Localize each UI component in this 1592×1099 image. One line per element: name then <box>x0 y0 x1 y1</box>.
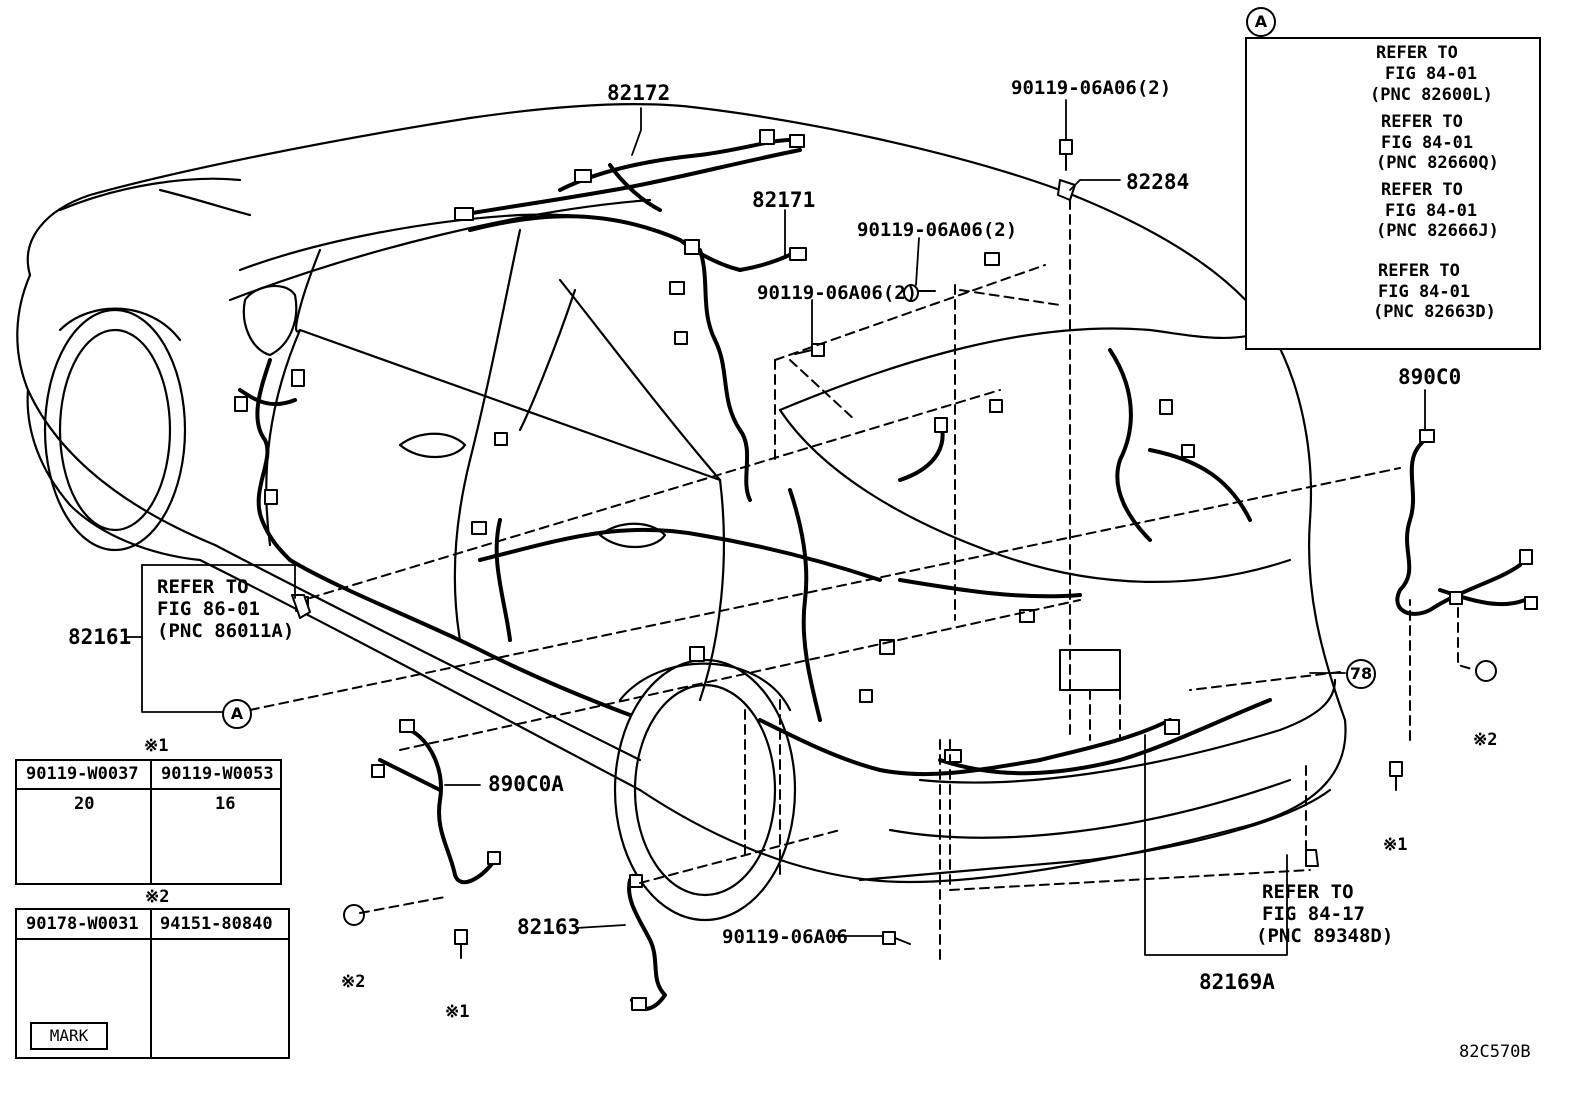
table1-divider <box>150 759 152 883</box>
bolt-left-label: 90119-06A06(2) <box>757 282 918 304</box>
inset-a-entry1-line3: (PNC 82600L) <box>1370 85 1493 105</box>
inset-a-entry2-line1: REFER TO <box>1381 112 1463 132</box>
inset-a-entry4-line3: (PNC 82663D) <box>1373 302 1496 322</box>
marker-78: 78 <box>1346 659 1376 689</box>
refer-fig84-17-line2: FIG 84-17 <box>1262 903 1365 925</box>
table2-title: ※2 <box>145 887 170 907</box>
inset-a-entry2-line3: (PNC 82660Q) <box>1376 153 1499 173</box>
note2-890C0A-clip: ※2 <box>341 972 366 992</box>
table1-col1-header: 90119-W0037 <box>26 764 139 784</box>
part-82172-label: 82172 <box>607 81 671 105</box>
refer-fig84-17-line1: REFER TO <box>1262 881 1354 903</box>
inset-a-entry1-line1: REFER TO <box>1376 43 1458 63</box>
table1-header-rule <box>15 788 280 790</box>
dashed-leaders <box>249 199 1476 961</box>
note2-890C0-clip: ※2 <box>1473 730 1498 750</box>
table2-divider <box>150 908 152 1057</box>
table1-title: ※1 <box>144 736 169 756</box>
part-82171-label: 82171 <box>752 188 816 212</box>
inset-a-entry3-line3: (PNC 82666J) <box>1376 221 1499 241</box>
refer-fig86-line2: FIG 86-01 <box>157 598 260 620</box>
table2-mark-label: MARK <box>30 1022 108 1050</box>
bolt-top-label: 90119-06A06(2) <box>1011 77 1172 99</box>
inset-a-marker: A <box>1246 7 1276 37</box>
refer-fig86-line1: REFER TO <box>157 576 249 598</box>
table2-col1-header: 90178-W0031 <box>26 914 139 934</box>
part-82169A-label: 82169A <box>1199 970 1275 994</box>
table2-col2-header: 94151-80840 <box>160 914 273 934</box>
marker-a-bottom: A <box>222 699 252 729</box>
fastener-table-1 <box>15 759 282 885</box>
note1-890C0-bolt: ※1 <box>1383 835 1408 855</box>
inset-a-box <box>1245 37 1541 350</box>
inset-a-entry4-line1: REFER TO <box>1378 261 1460 281</box>
bolt-bottom-label: 90119-06A06 <box>722 926 848 948</box>
table1-dim1: 20 <box>74 794 95 814</box>
refer-fig86-line3: (PNC 86011A) <box>157 620 295 642</box>
note1-890C0A-bolt: ※1 <box>445 1002 470 1022</box>
inset-a-entry1-line2: FIG 84-01 <box>1385 64 1478 84</box>
part-890C0A-label: 890C0A <box>488 772 564 796</box>
inset-a-entry2-line2: FIG 84-01 <box>1381 133 1474 153</box>
harness-wires <box>238 138 1527 1011</box>
table1-col2-header: 90119-W0053 <box>161 764 274 784</box>
inset-a-entry4-line2: FIG 84-01 <box>1378 282 1471 302</box>
part-82284-label: 82284 <box>1126 170 1190 194</box>
inset-a-entry3-line2: FIG 84-01 <box>1385 201 1478 221</box>
diagram-id: 82C570B <box>1459 1042 1531 1062</box>
bolt-mid-label: 90119-06A06(2) <box>857 219 1018 241</box>
part-82163-label: 82163 <box>517 915 581 939</box>
connectors <box>234 129 1538 1011</box>
table1-dim2: 16 <box>215 794 236 814</box>
part-890C0-label: 890C0 <box>1398 365 1462 389</box>
inset-a-entry3-line1: REFER TO <box>1381 180 1463 200</box>
part-82161-label: 82161 <box>68 625 132 649</box>
refer-fig84-17-line3: (PNC 89348D) <box>1256 925 1394 947</box>
car-body-outline <box>16 103 1347 884</box>
fasteners <box>291 139 1497 959</box>
